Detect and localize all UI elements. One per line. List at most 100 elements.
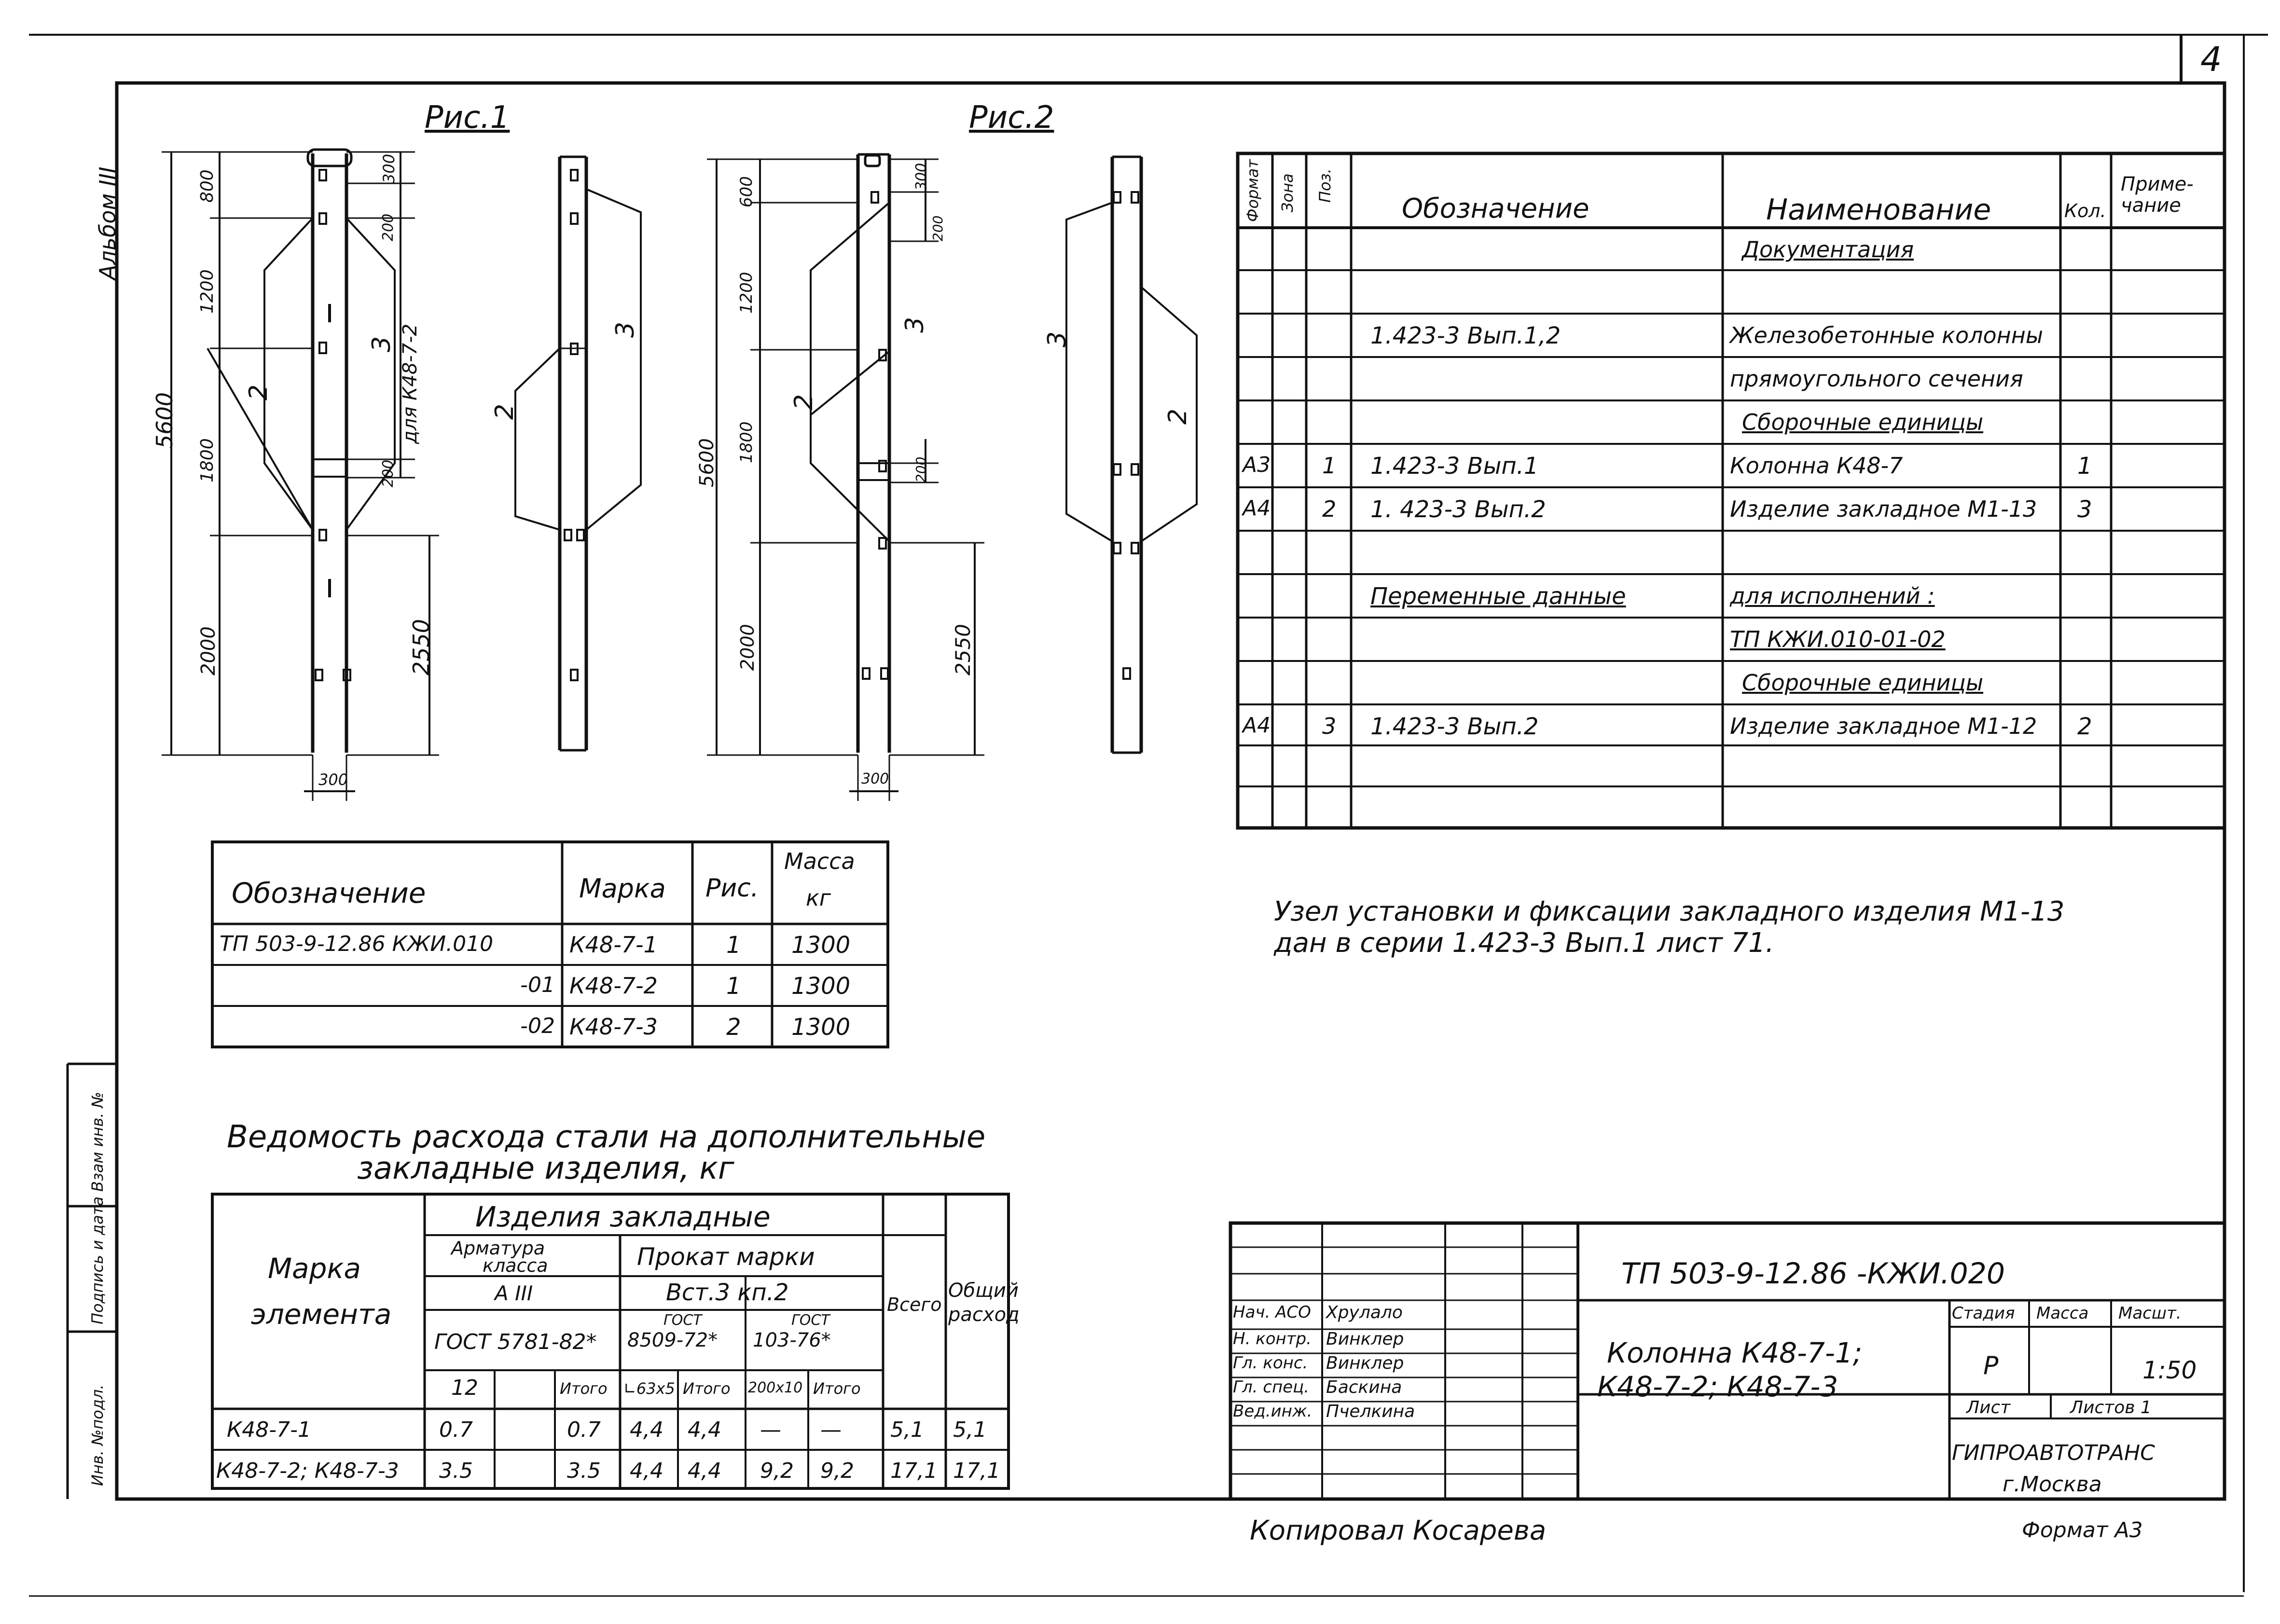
steel-cell-itogo-1: 0.7 xyxy=(567,1418,601,1442)
side-label-inv: Инв. №подл. xyxy=(88,1384,107,1486)
mark-cell-mark: К48-7-3 xyxy=(569,1014,658,1040)
fig1-dim-800: 800 xyxy=(197,169,217,203)
side2-label-2: 2 xyxy=(1163,408,1192,425)
fig1-dim-1800: 1800 xyxy=(197,438,217,482)
steel-cell-s200: — xyxy=(760,1418,781,1442)
fig1-label-2: 2 xyxy=(244,384,273,400)
mark-cell-fig: 1 xyxy=(726,932,741,959)
spec-cell-qty: 3 xyxy=(2077,496,2092,523)
mark-cell-mark: К48-7-1 xyxy=(569,932,658,958)
steel-header-class: А III xyxy=(495,1281,533,1305)
spec-cell-qty: 1 xyxy=(2077,453,2092,480)
steel-cell-mark: К48-7-2; К48-7-3 xyxy=(216,1459,399,1483)
spec-cell-format: А4 xyxy=(1243,496,1271,521)
fig2-dim-200-a: 200 xyxy=(930,215,946,241)
role-name: Пчелкина xyxy=(1326,1402,1415,1421)
spec-cell-name: Документация xyxy=(1742,236,1914,262)
spec-header-qty: Кол. xyxy=(2064,200,2106,221)
mark-cell-designation: ТП 503-9-12.86 КЖИ.010 xyxy=(220,932,494,956)
copied-by: Копировал Косарева xyxy=(1250,1515,1547,1546)
steel-cell-c12: 3.5 xyxy=(439,1459,473,1483)
fig2-dim-600: 600 xyxy=(737,176,756,207)
spec-cell-qty: 2 xyxy=(2077,713,2092,740)
fig2-dim-300-top: 300 xyxy=(913,163,930,191)
steel-cell-itogo-3: — xyxy=(820,1418,842,1442)
doc-title-1: Колонна К48-7-1; xyxy=(1607,1336,1863,1369)
fig2-dim-2000: 2000 xyxy=(737,624,758,671)
spec-cell-name: ТП КЖИ.010-01-02 xyxy=(1730,626,1946,652)
steel-header-itogo-3: Итого xyxy=(813,1379,861,1398)
spec-cell-name: Сборочные единицы xyxy=(1742,670,1984,696)
side2-label-3: 3 xyxy=(1043,331,1072,347)
steel-header-armature-1: Арматура xyxy=(451,1238,545,1259)
steel-cell-c12: 0.7 xyxy=(439,1418,473,1442)
steel-header-s200: 200х10 xyxy=(748,1379,803,1396)
role-label: Гл. спец. xyxy=(1233,1377,1310,1397)
steel-cell-general: 5,1 xyxy=(953,1418,987,1442)
mark-header-fig: Рис. xyxy=(705,874,759,903)
fig2-dim-1200: 1200 xyxy=(737,272,756,314)
mark-cell-designation: -01 xyxy=(520,973,555,997)
steel-cell-itogo-2: 4,4 xyxy=(688,1418,721,1442)
doc-code: ТП 503-9-12.86 -КЖИ.020 xyxy=(1621,1257,2005,1291)
sheet-number: 4 xyxy=(2200,40,2222,79)
fig1-label-3: 3 xyxy=(367,336,396,352)
fig2-label-2: 2 xyxy=(789,394,818,410)
fig1-dim-1200: 1200 xyxy=(197,269,217,314)
steel-cell-s200: 9,2 xyxy=(760,1459,794,1483)
mass-label: Масса xyxy=(2036,1304,2089,1323)
fig1-dim-300-top: 300 xyxy=(380,153,398,183)
mark-cell-fig: 1 xyxy=(726,973,741,1000)
steel-title-2: закладные изделия, кг xyxy=(357,1151,734,1186)
steel-cell-s63: 4,4 xyxy=(630,1418,663,1442)
fig1-dim-200-b: 200 xyxy=(380,459,397,487)
steel-header-general-2: расход xyxy=(948,1304,1020,1326)
fig1-dim-2000: 2000 xyxy=(197,626,220,675)
stage-value: Р xyxy=(1983,1351,1999,1380)
mark-cell-mark: К48-7-2 xyxy=(569,973,658,999)
spec-cell-pos: 1 xyxy=(1322,453,1337,479)
side1-label-2: 2 xyxy=(490,403,519,420)
steel-header-mark-1: Марка xyxy=(268,1252,361,1285)
spec-cell-name: Железобетонные колонны xyxy=(1730,322,2044,348)
side1-label-3: 3 xyxy=(611,321,640,338)
spec-header-name: Наименование xyxy=(1766,193,1991,227)
steel-header-gost-2a: ГОСТ xyxy=(663,1312,702,1329)
role-name: Винклер xyxy=(1326,1353,1404,1373)
steel-header-gost-3b: 103-76* xyxy=(753,1329,831,1351)
mark-cell-mass: 1300 xyxy=(791,1014,851,1041)
spec-cell-pos: 2 xyxy=(1322,496,1337,522)
role-label: Гл. конс. xyxy=(1233,1353,1308,1373)
fig1-note: для К48-7-2 xyxy=(399,323,421,444)
spec-cell-name: Изделие закладное М1-12 xyxy=(1730,713,2037,739)
fig1-title: Рис.1 xyxy=(425,100,510,136)
spec-cell-designation: 1. 423-3 Вып.2 xyxy=(1370,496,1546,523)
note-line-2: дан в серии 1.423-3 Вып.1 лист 71. xyxy=(1274,927,1774,959)
sheets-label: Листов 1 xyxy=(2070,1398,2152,1418)
side-label-sign: Подпись и дата xyxy=(88,1196,107,1324)
spec-cell-name: Сборочные единицы xyxy=(1742,409,1984,435)
fig1-dim-5600: 5600 xyxy=(152,392,178,449)
spec-header-pos: Поз. xyxy=(1316,168,1334,203)
spec-header-note: Приме-чание xyxy=(2121,173,2194,217)
steel-header-general-1: Общий xyxy=(948,1280,1019,1302)
sheet-format: Формат А3 xyxy=(2022,1518,2143,1542)
mark-cell-fig: 2 xyxy=(726,1014,741,1041)
steel-cell-itogo-2: 4,4 xyxy=(688,1459,721,1483)
fig2-dim-5600: 5600 xyxy=(696,438,718,487)
steel-cell-total: 5,1 xyxy=(890,1418,924,1442)
spec-cell-name: для исполнений : xyxy=(1730,583,1935,609)
fig2-title: Рис.2 xyxy=(969,100,1054,136)
role-label: Н. контр. xyxy=(1233,1329,1312,1349)
steel-header-total: Всего xyxy=(887,1294,942,1315)
scale-label: Масшт. xyxy=(2118,1304,2182,1323)
spec-cell-name: Колонна К48-7 xyxy=(1730,453,1903,479)
steel-header-itogo-1: Итого xyxy=(560,1379,608,1398)
side-label-replace: Взам инв. № xyxy=(88,1091,107,1192)
steel-header-mark-2: элемента xyxy=(251,1298,392,1331)
spec-cell-designation: 1.423-3 Вып.2 xyxy=(1370,713,1539,740)
steel-header-s63: ∟63х5 xyxy=(623,1379,675,1398)
steel-cell-itogo-3: 9,2 xyxy=(820,1459,854,1483)
fig2-dim-300-width: 300 xyxy=(861,771,889,787)
